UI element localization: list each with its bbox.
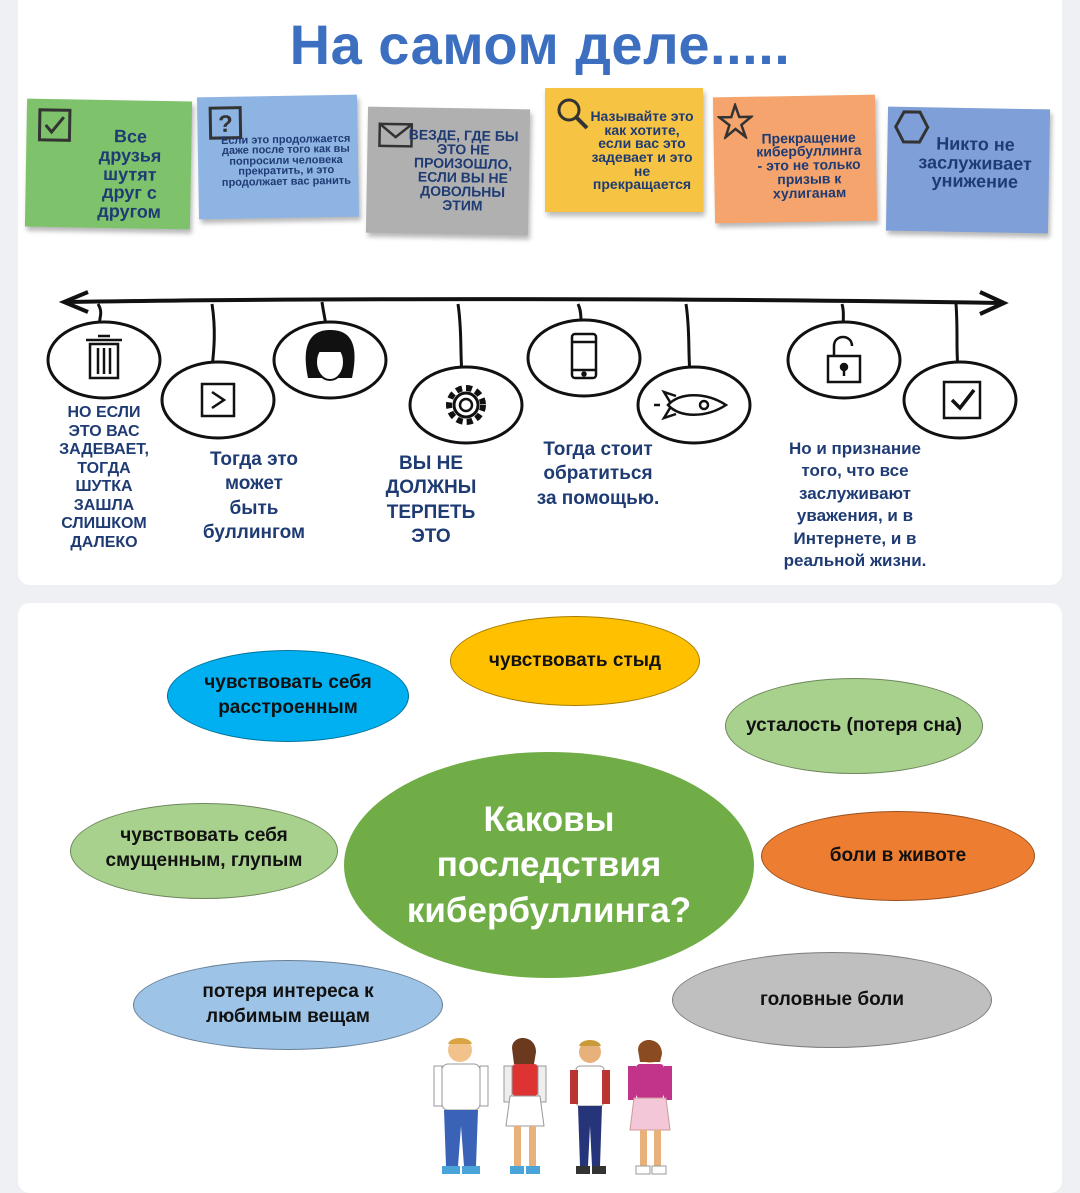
rocket-icon — [654, 389, 729, 421]
consequence-bubble-embarrassed: чувствовать себя смущенным, глупым — [70, 803, 338, 899]
search-icon — [557, 98, 589, 130]
consequence-bubble-fatigue: усталость (потеря сна) — [725, 678, 983, 774]
question-icon: ? — [208, 106, 243, 140]
hexagon-icon — [894, 110, 930, 144]
timeline-text-4: Тогда стоит обратиться за помощью. — [536, 439, 660, 509]
consequence-bubble-upset: чувствовать себя расстроенным — [167, 650, 409, 742]
sticky-note-3: ВЕЗДЕ, ГДЕ БЫ ЭТО НЕ ПРОИЗОШЛО, ЕСЛИ ВЫ … — [365, 106, 531, 236]
consequence-bubble-headache: головные боли — [672, 952, 992, 1048]
sticky-note-5: Прекращение кибербуллинга - это не тольк… — [712, 94, 878, 224]
arrow-right-icon — [200, 382, 236, 418]
gear-icon — [446, 385, 486, 425]
svg-text:?: ? — [218, 111, 233, 138]
sticky-note-6: Никто не заслуживает унижение — [885, 106, 1051, 234]
consequence-bubble-interest: потеря интереса к любимым вещам — [133, 960, 443, 1050]
smartphone-icon — [570, 332, 598, 380]
consequence-bubble-shame: чувствовать стыд — [450, 616, 700, 706]
timeline-node-6 — [636, 365, 752, 445]
sticky-note-2: ? Если это продолжается даже после того … — [196, 94, 360, 220]
consequence-bubble-stomach: боли в животе — [761, 811, 1035, 901]
teen-girl-2 — [628, 1039, 672, 1175]
timeline-text-1: НО ЕСЛИ ЭТО ВАС ЗАДЕВАЕТ, ТОГДА ШУТКА ЗА… — [59, 404, 149, 551]
teen-boy-1 — [433, 1038, 489, 1174]
timeline-node-8 — [902, 360, 1018, 440]
sticky-note-1: Все друзья шутят друг с другом — [24, 98, 193, 230]
timeline-node-4 — [408, 365, 524, 445]
woman-face-icon — [305, 330, 355, 381]
timeline-text-3: ВЫ НЕ ДОЛЖНЫ ТЕРПЕТЬ ЭТО — [385, 453, 477, 547]
timeline-text-2: Тогда это может быть буллингом — [202, 449, 306, 543]
page-title: На самом деле..... — [289, 13, 791, 76]
envelope-icon — [378, 122, 414, 148]
star-icon — [717, 102, 754, 140]
timeline-text-5: Но и признание того, что все заслуживают… — [783, 439, 927, 571]
unlocked-padlock-icon — [826, 335, 862, 384]
timeline — [46, 290, 1018, 445]
sticky-note-4-text: Называйте это как хотите, если вас это з… — [590, 107, 694, 193]
checkbox-icon — [942, 380, 982, 420]
timeline-node-2 — [160, 360, 276, 440]
top-panel — [18, 0, 1062, 585]
timeline-node-7 — [786, 320, 902, 400]
trash-icon — [86, 334, 122, 380]
central-question-bubble: Каковы последствия кибербуллинга? — [344, 752, 754, 978]
teen-girl-1 — [503, 1037, 547, 1174]
sticky-note-4: Называйте это как хотите, если вас это з… — [545, 88, 703, 212]
timeline-node-5 — [526, 318, 642, 398]
teenagers-illustration — [433, 1037, 672, 1175]
checkbox-icon — [37, 108, 72, 142]
teen-boy-2 — [570, 1040, 610, 1174]
